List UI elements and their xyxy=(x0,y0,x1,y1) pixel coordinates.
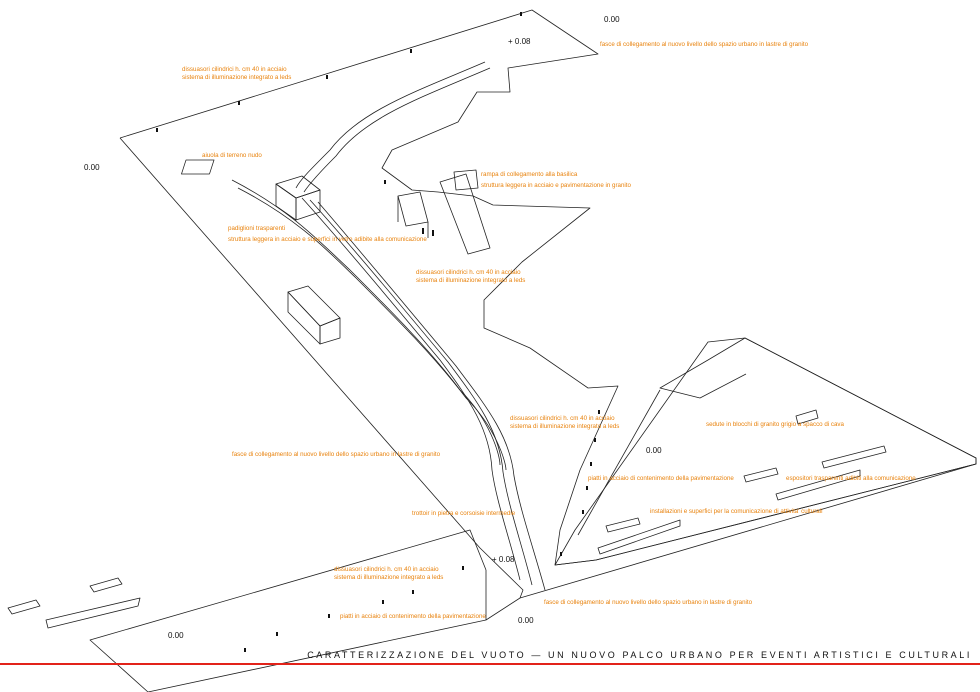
level-marker: + 0.08 xyxy=(508,37,531,46)
plaza-south-edge xyxy=(89,463,977,692)
plaza-west-edge xyxy=(119,137,524,599)
path-curve-b xyxy=(303,67,491,193)
level-marker: 0.00 xyxy=(604,15,620,24)
level-marker: 0.00 xyxy=(168,631,184,640)
level-marker: 0.00 xyxy=(84,163,100,172)
level-marker: 0.00 xyxy=(518,616,534,625)
pavilion-upper xyxy=(275,175,321,221)
annotation-dissuasori-right: dissuasori cilindrici h. cm 40 in acciai… xyxy=(510,415,620,430)
pavilion-lower xyxy=(287,285,341,345)
path-curve-d xyxy=(309,199,533,586)
annotation-sedute: sedute in blocchi di granito grigio a sp… xyxy=(706,421,844,428)
path-curve-a xyxy=(295,61,486,189)
annotation-trottoir: trottoir in pietra e corsoisie intermedi… xyxy=(412,510,516,517)
annotation-aiuola: aiuola di terreno nudo xyxy=(202,152,262,159)
benches xyxy=(7,409,887,629)
annotation-fascia-bottom: fasce di collegamento al nuovo livello d… xyxy=(544,599,753,606)
bollards xyxy=(156,12,600,652)
page-title: CARATTERIZZAZIONE DEL VUOTO — UN NUOVO P… xyxy=(307,650,972,660)
annotation-fascia-top: fasce di collegamento al nuovo livello d… xyxy=(600,41,809,48)
level-marker: 0.00 xyxy=(646,446,662,455)
path-edge-2 xyxy=(237,187,507,471)
annotation-espositori: espositori trasparenti adibiti alla comu… xyxy=(786,475,916,482)
annotation-installazioni: installazioni e superfici per la comunic… xyxy=(650,508,823,515)
annotation-dissuasori-top: dissuasori cilindrici h. cm 40 in acciai… xyxy=(182,66,292,81)
terrace-inner-line xyxy=(577,389,661,536)
annotation-dissuasori-bottom: dissuasori cilindrici h. cm 40 in acciai… xyxy=(334,566,444,581)
annotation-piatti-bottom: piatti in acciaio di contenimento della … xyxy=(340,613,486,620)
path-curve-e xyxy=(317,201,546,591)
path-edge-1 xyxy=(231,179,501,466)
annotation-dissuasori-mid: dissuasori cilindrici h. cm 40 in acciai… xyxy=(416,269,526,284)
ramp-structure xyxy=(397,169,491,255)
right-terrace xyxy=(554,337,977,566)
level-marker: + 0.08 xyxy=(492,555,515,564)
path-curve-c xyxy=(301,197,521,581)
annotation-fascia-left: fasce di collegamento al nuovo livello d… xyxy=(232,451,441,458)
annotation-piatti-right: piatti in acciaio di contenimento della … xyxy=(588,475,734,482)
aiuola-bed xyxy=(181,159,215,175)
title-rule xyxy=(0,663,980,665)
